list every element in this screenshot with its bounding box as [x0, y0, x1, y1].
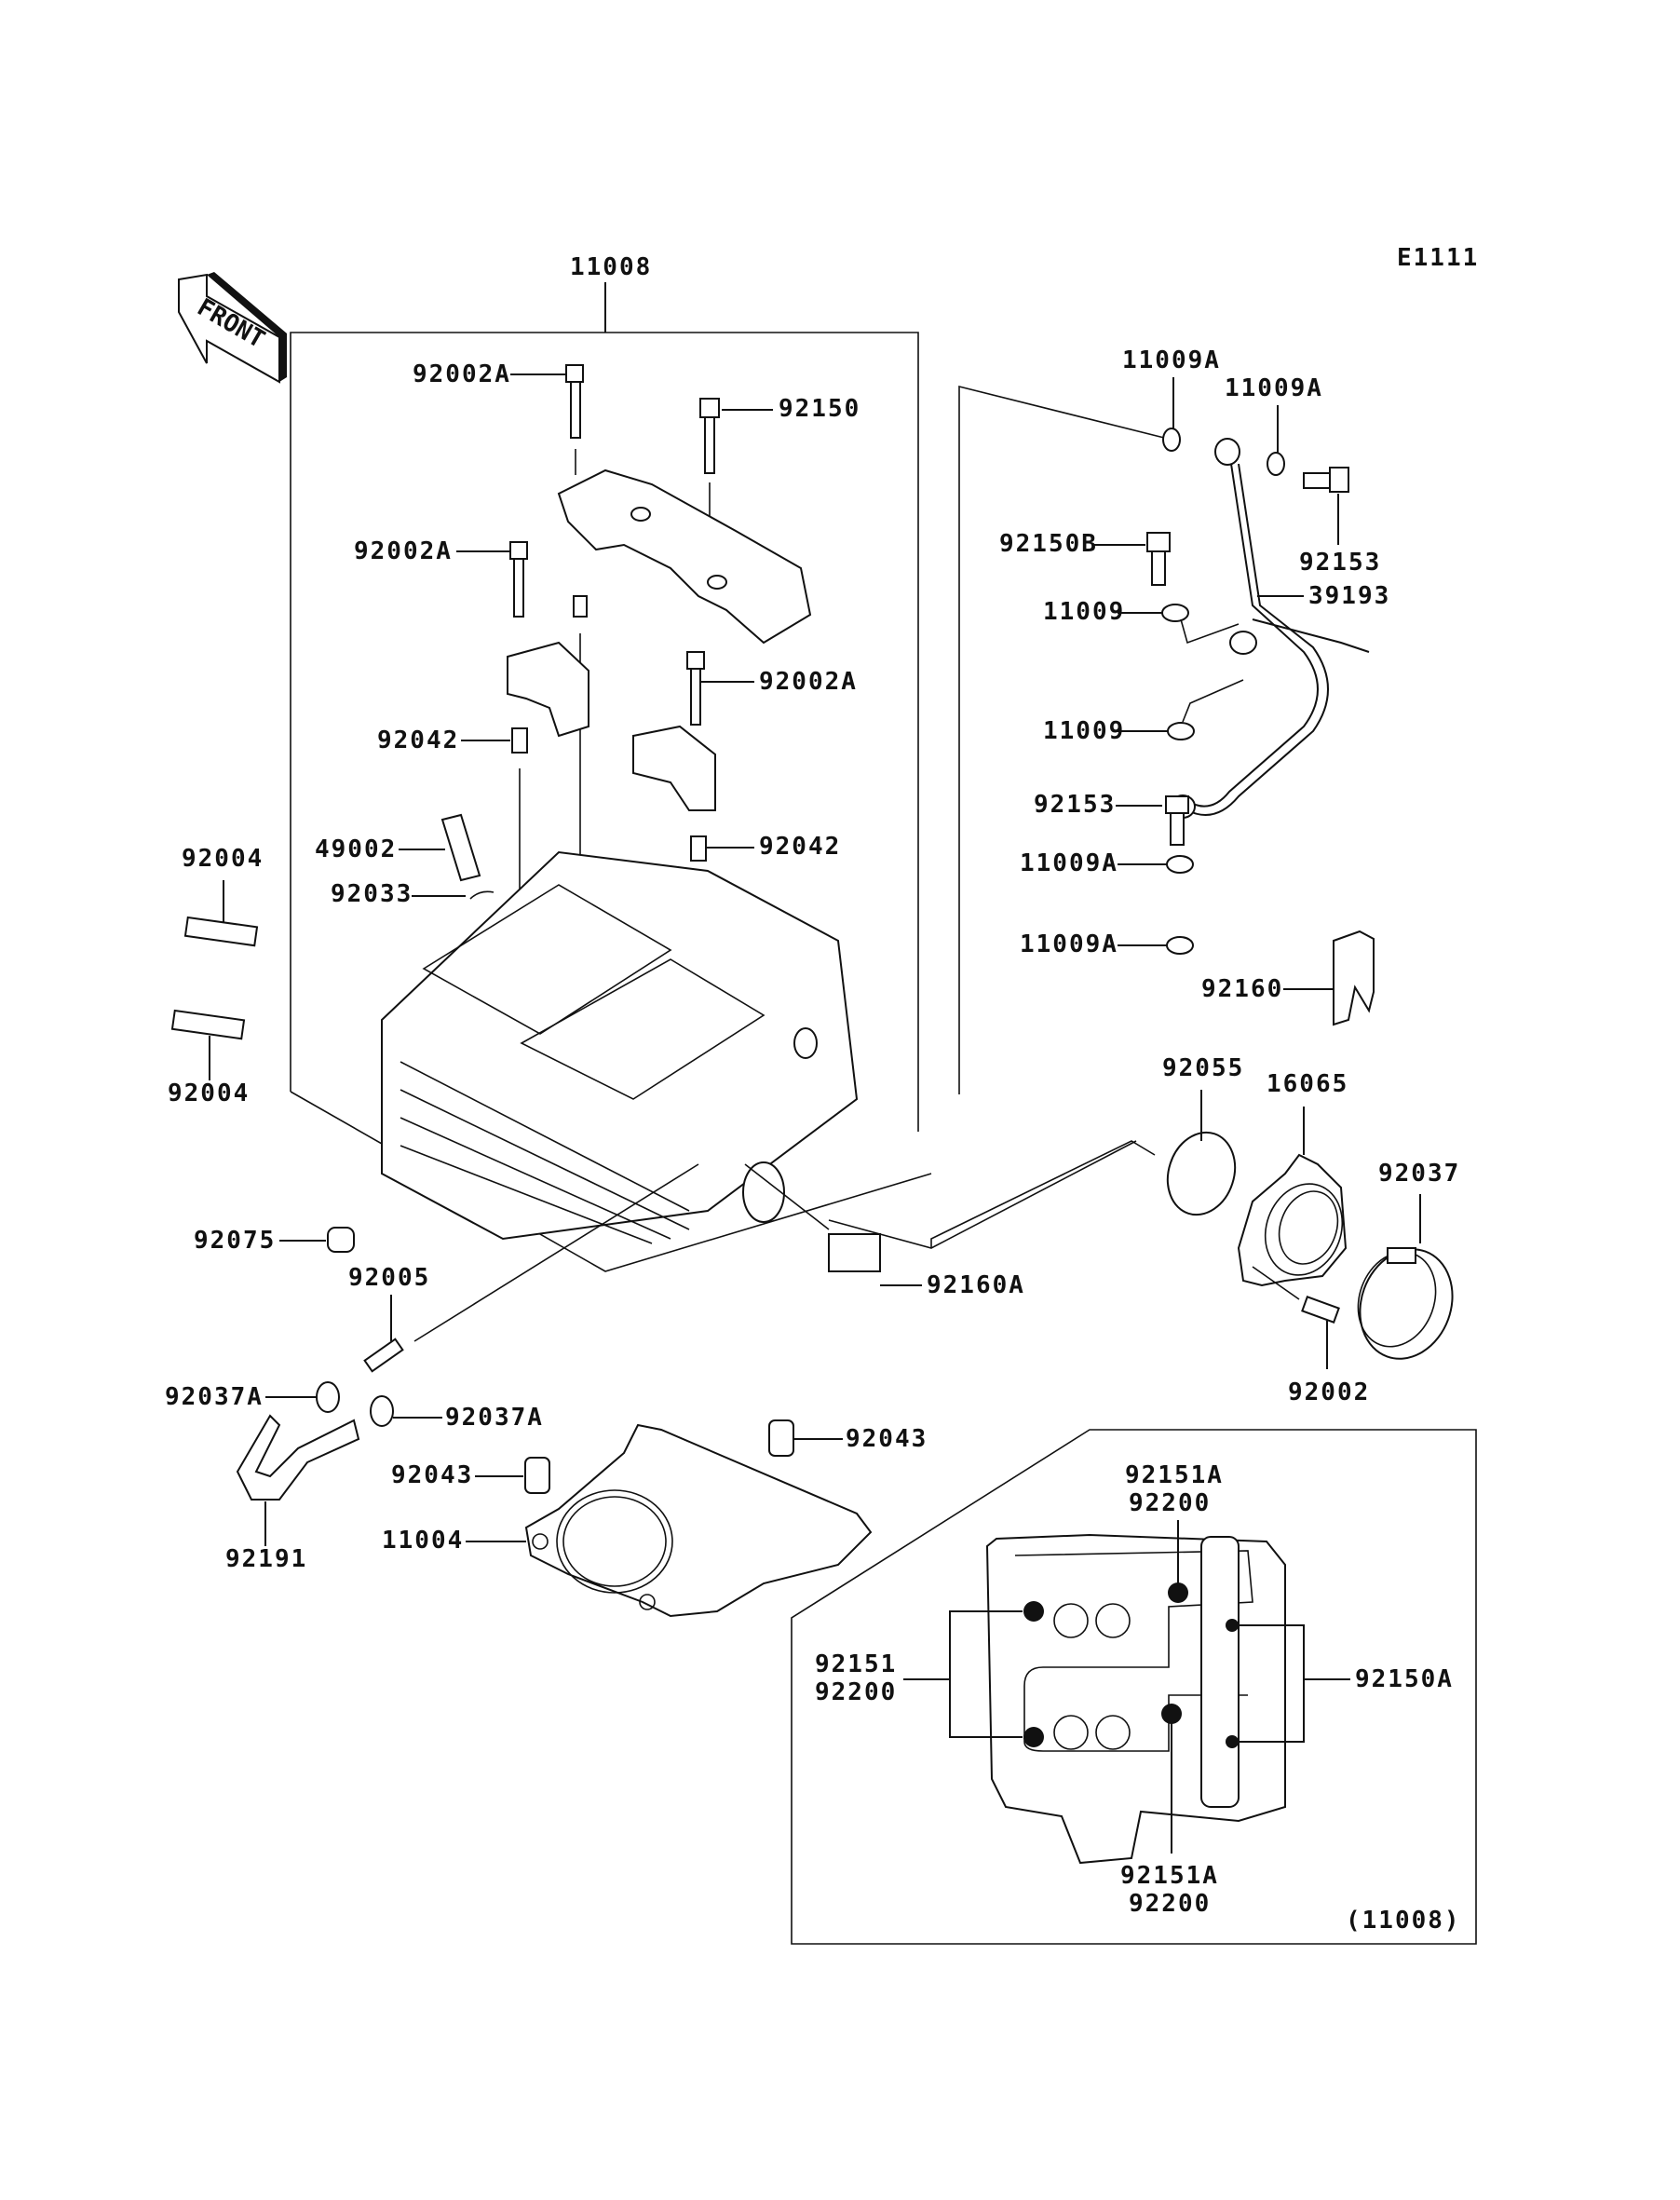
label-11009A-2[interactable]: 11009A [1225, 374, 1323, 402]
damper-part [1333, 930, 1375, 1026]
label-11009[interactable]: 11009 [1043, 598, 1125, 626]
label-39193[interactable]: 39193 [1308, 582, 1390, 610]
clamp-part [1357, 1247, 1454, 1360]
stud-part [170, 1009, 246, 1040]
label-92160[interactable]: 92160 [1201, 975, 1283, 1003]
damper-part [828, 1233, 881, 1272]
pipe-part [440, 813, 481, 882]
label-92150A[interactable]: 92150A [1355, 1665, 1454, 1693]
clip-part [469, 890, 495, 900]
inset-box [791, 1429, 1477, 1945]
label-92005[interactable]: 92005 [348, 1264, 430, 1292]
bolt-hole-icon [1226, 1735, 1239, 1748]
label-92033[interactable]: 92033 [331, 880, 413, 908]
label-92191[interactable]: 92191 [225, 1545, 307, 1573]
assembly-box [290, 332, 919, 1132]
label-92160A[interactable]: 92160A [927, 1271, 1025, 1299]
hose-part [236, 1414, 360, 1501]
label-92043-2[interactable]: 92043 [846, 1425, 928, 1453]
bolt-part [509, 541, 528, 618]
dowel-part [690, 835, 707, 862]
o-ring-part [1166, 1131, 1237, 1216]
washer-part [1162, 428, 1181, 452]
label-92075[interactable]: 92075 [194, 1227, 276, 1255]
label-49002[interactable]: 49002 [315, 835, 397, 863]
washer-part [1267, 452, 1285, 476]
label-92151A-bottom[interactable]: 92151A [1120, 1862, 1219, 1890]
washer-part [1167, 722, 1195, 740]
label-11009A-4[interactable]: 11009A [1020, 930, 1118, 958]
cap-part [327, 1227, 355, 1253]
label-92042-2[interactable]: 92042 [759, 833, 841, 861]
bolt-part [1303, 467, 1349, 493]
dowel-part [511, 727, 528, 754]
dowel-part [524, 1457, 550, 1494]
label-92150[interactable]: 92150 [779, 395, 860, 423]
label-92150B[interactable]: 92150B [999, 530, 1098, 558]
label-11008[interactable]: 11008 [570, 253, 652, 281]
bolt-part [565, 364, 584, 439]
label-92002A-3[interactable]: 92002A [759, 668, 858, 696]
label-11009-2[interactable]: 11009 [1043, 717, 1125, 745]
label-92037A-2[interactable]: 92037A [445, 1404, 544, 1432]
bolt-part [686, 651, 705, 726]
washer-part [1166, 936, 1194, 955]
camshaft-holder-part [557, 469, 812, 645]
label-92042[interactable]: 92042 [377, 727, 459, 754]
diagram-code: E1111 [1397, 244, 1479, 272]
label-92200-bottom[interactable]: 92200 [1129, 1890, 1211, 1918]
label-92004[interactable]: 92004 [182, 845, 264, 873]
bolt-hole-icon [1168, 1582, 1188, 1603]
washer-part [1166, 855, 1194, 874]
label-16065[interactable]: 16065 [1267, 1070, 1348, 1098]
cap-part [632, 725, 716, 811]
cylinder-head-part [381, 850, 859, 1244]
clamp-part [370, 1395, 394, 1427]
label-92037[interactable]: 92037 [1378, 1160, 1460, 1188]
cylinder-head-top-view-part [985, 1533, 1286, 1865]
label-92002[interactable]: 92002 [1288, 1378, 1370, 1406]
bolt-part [1146, 532, 1171, 586]
bolt-part [1301, 1296, 1340, 1324]
label-92153[interactable]: 92153 [1299, 549, 1381, 577]
label-11009A[interactable]: 11009A [1122, 346, 1221, 374]
front-arrow-icon: FRONT [178, 272, 287, 384]
label-92200-left[interactable]: 92200 [815, 1678, 897, 1706]
label-92151-left[interactable]: 92151 [815, 1650, 897, 1678]
label-92037A[interactable]: 92037A [165, 1383, 264, 1411]
label-92004-2[interactable]: 92004 [168, 1080, 250, 1107]
label-92200-top[interactable]: 92200 [1129, 1489, 1211, 1517]
cap-part [507, 641, 589, 738]
label-92055[interactable]: 92055 [1162, 1054, 1244, 1082]
label-92002A-2[interactable]: 92002A [354, 537, 453, 565]
holder-part [1237, 1153, 1348, 1287]
bolt-part [1165, 795, 1189, 846]
dowel-part [768, 1419, 794, 1457]
stud-part [183, 916, 259, 947]
label-11004[interactable]: 11004 [382, 1527, 464, 1555]
bolt-hole-icon [1161, 1704, 1182, 1724]
dowel-part [573, 595, 588, 618]
bolt-hole-icon [1226, 1619, 1239, 1632]
clamp-part [316, 1381, 340, 1413]
label-92153-2[interactable]: 92153 [1034, 791, 1116, 819]
washer-part [1161, 604, 1189, 622]
label-92002A[interactable]: 92002A [413, 360, 511, 388]
bolt-part [699, 398, 720, 474]
gasket-part [524, 1423, 873, 1618]
bolt-hole-icon [1023, 1727, 1044, 1747]
label-92151A-top[interactable]: 92151A [1125, 1461, 1224, 1489]
label-11009A-3[interactable]: 11009A [1020, 849, 1118, 877]
oil-pipe-part [1170, 438, 1370, 819]
inset-reference-label: (11008) [1346, 1907, 1461, 1935]
label-92043[interactable]: 92043 [391, 1461, 473, 1489]
bolt-hole-icon [1023, 1601, 1044, 1622]
fitting-part [363, 1338, 404, 1373]
